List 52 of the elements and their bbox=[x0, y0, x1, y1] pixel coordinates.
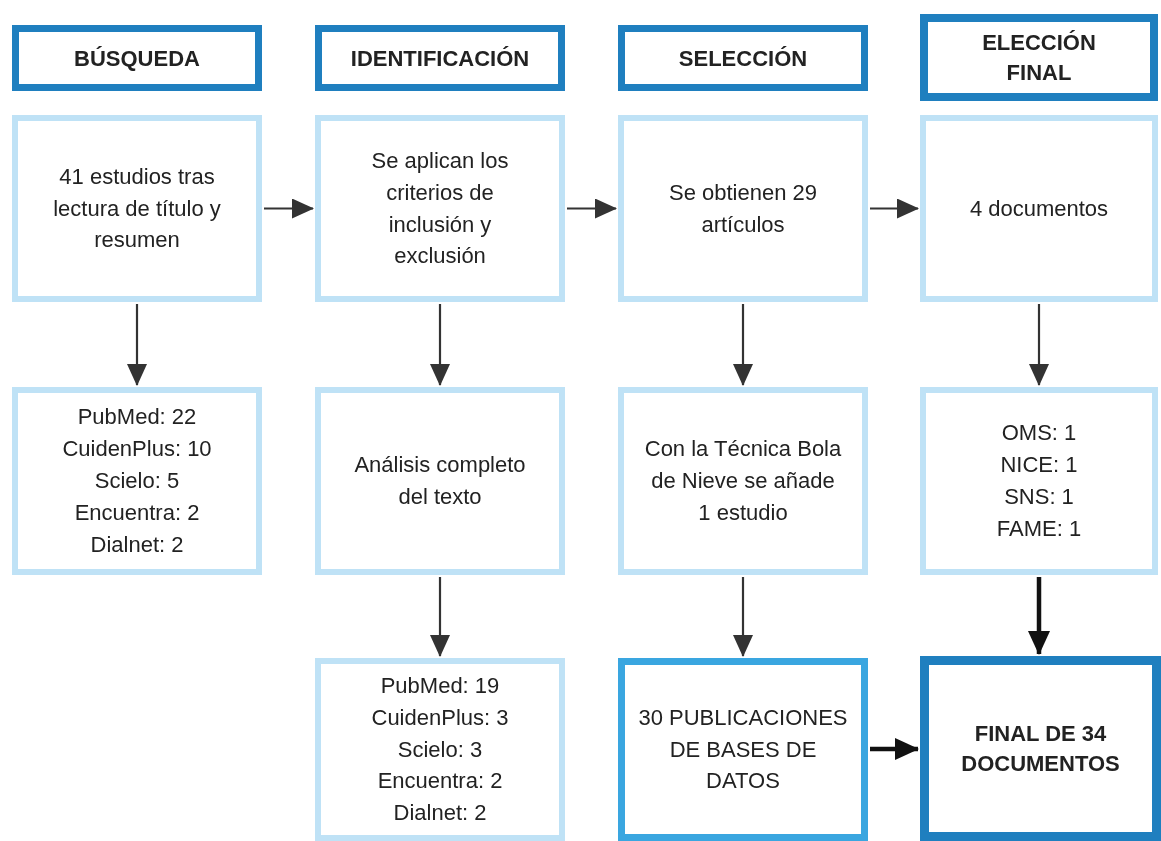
process-box bbox=[315, 387, 565, 575]
list-item: CuidenPlus: 10 bbox=[62, 435, 212, 464]
box-text: Se obtienen 29 artículos bbox=[668, 178, 818, 239]
box-text: SELECCIÓN bbox=[678, 44, 808, 73]
box-text: 30 PUBLICACIONES DE BASES DE DATOS bbox=[637, 703, 849, 796]
arrow bbox=[1028, 577, 1050, 655]
list-item: OMS: 1 bbox=[1001, 419, 1077, 448]
list-item: FAME: 1 bbox=[996, 514, 1082, 543]
arrow bbox=[733, 304, 753, 386]
box-text: IDENTIFICACIÓN bbox=[350, 44, 530, 73]
arrow bbox=[127, 304, 147, 386]
list-item: Encuentra: 2 bbox=[377, 767, 503, 796]
stage-header bbox=[920, 14, 1158, 101]
arrow bbox=[870, 738, 919, 760]
list-item: Dialnet: 2 bbox=[90, 530, 184, 559]
arrow bbox=[430, 577, 450, 657]
process-box bbox=[315, 115, 565, 302]
box-text: BÚSQUEDA bbox=[74, 44, 200, 73]
arrow bbox=[870, 198, 919, 219]
process-box bbox=[618, 658, 868, 841]
stage-header bbox=[618, 25, 868, 91]
list-item: PubMed: 19 bbox=[380, 671, 500, 700]
box-text: 41 estudios tras lectura de título y resumen bbox=[52, 162, 222, 255]
process-box bbox=[12, 115, 262, 302]
arrow bbox=[1029, 304, 1049, 386]
list-item: CuidenPlus: 3 bbox=[371, 703, 509, 732]
arrow bbox=[733, 577, 753, 657]
process-box bbox=[618, 115, 868, 302]
process-box bbox=[618, 387, 868, 575]
process-box bbox=[315, 658, 565, 841]
box-text: 4 documentos bbox=[969, 194, 1109, 223]
box-text: ELECCIÓN FINAL bbox=[981, 28, 1097, 87]
list-item: SNS: 1 bbox=[1004, 483, 1074, 511]
box-text: Análisis completo del texto bbox=[353, 451, 527, 511]
list-item: PubMed: 22 bbox=[77, 403, 197, 432]
list-item: Scielo: 5 bbox=[94, 467, 180, 496]
box-text: Se aplican los criterios de inclusión y exclusión bbox=[370, 146, 510, 271]
arrow bbox=[430, 304, 450, 386]
process-box bbox=[920, 387, 1158, 575]
process-box bbox=[12, 387, 262, 575]
list-item: Encuentra: 2 bbox=[74, 498, 200, 527]
stage-header bbox=[315, 25, 565, 91]
box-text: Con la Técnica Bola de Nieve se añade 1 estudio bbox=[644, 435, 842, 527]
list-item: NICE: 1 bbox=[1000, 451, 1078, 480]
process-box bbox=[920, 115, 1158, 302]
result-box bbox=[920, 656, 1161, 841]
arrow bbox=[567, 198, 617, 219]
box-text: FINAL DE 34 DOCUMENTOS bbox=[960, 719, 1121, 778]
list-item: Dialnet: 2 bbox=[393, 799, 487, 828]
stage-header bbox=[12, 25, 262, 91]
arrow bbox=[264, 198, 314, 219]
list-item: Scielo: 3 bbox=[397, 735, 483, 764]
